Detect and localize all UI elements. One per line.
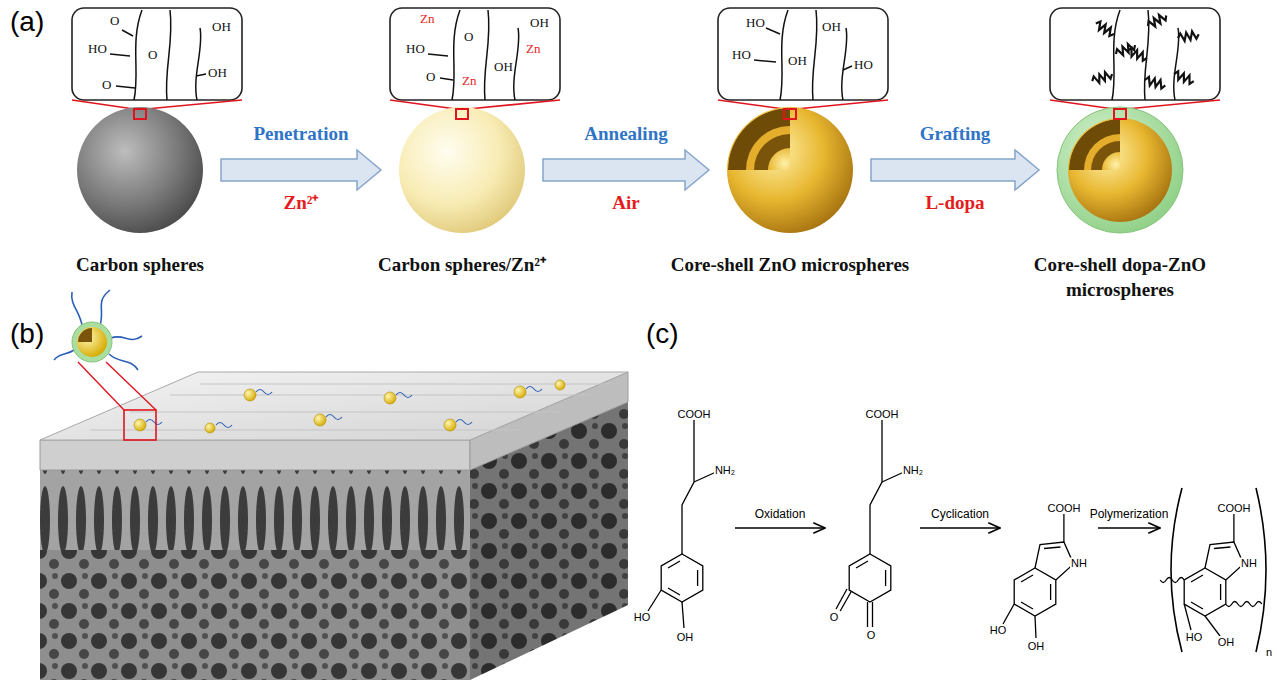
step-name: Grafting	[920, 123, 991, 145]
group-label: OH	[208, 66, 227, 79]
atom-label: O	[866, 630, 877, 641]
reagent-label: Air	[612, 192, 639, 214]
atom-label: NH	[1240, 558, 1258, 569]
zoom-marker	[456, 109, 468, 119]
atom-label: HO	[1185, 632, 1204, 643]
zoom-marker	[784, 109, 796, 119]
reagent-label: L-dopa	[925, 192, 984, 214]
atom-label: NH₂	[902, 465, 924, 476]
grafted-sphere	[1055, 105, 1185, 235]
panel-label: (c)	[646, 318, 679, 350]
group-label: O	[464, 30, 473, 43]
sphere-caption: Core-shell ZnO microspheres	[670, 253, 910, 278]
chemical-structures	[648, 420, 1266, 652]
atom-label: O	[829, 612, 840, 623]
atom-label: COOH	[1217, 503, 1252, 514]
sphere-node: Core-shell ZnO microspheres	[725, 105, 855, 235]
panel-label: (b)	[10, 318, 44, 350]
loaded-sphere	[397, 105, 527, 235]
zoom-leader	[72, 100, 1220, 109]
atom-label: NH	[1070, 558, 1088, 569]
atom-label: COOH	[677, 409, 712, 420]
carbon-sphere	[75, 105, 205, 235]
atom-label: COOH	[1047, 503, 1082, 514]
atom-label: NH₂	[714, 465, 736, 476]
zoom-inset	[72, 8, 1220, 100]
enlarged-particle	[54, 290, 142, 370]
sphere-node: Core-shell dopa-ZnO microspheres	[1055, 105, 1185, 235]
step-name: Penetration	[254, 123, 349, 145]
atom-label: OH	[1027, 641, 1046, 652]
membrane	[40, 372, 628, 680]
cutaway	[1069, 119, 1171, 221]
process-arrow	[221, 150, 381, 190]
sphere-caption: Core-shell dopa-ZnO microspheres	[1000, 253, 1240, 302]
zoom-marker	[1114, 109, 1126, 119]
group-label: O	[110, 14, 119, 27]
group-label: OH	[494, 60, 513, 73]
sphere-body	[399, 107, 525, 233]
process-arrow	[543, 150, 709, 190]
atom-label: HO	[989, 625, 1008, 636]
reaction-step: Cyclication	[931, 508, 989, 520]
group-label: OH	[212, 20, 231, 33]
atom-label: HO	[633, 612, 652, 623]
group-label: OH	[788, 54, 807, 67]
group-label: HO	[854, 58, 873, 71]
atom-label: OH	[676, 632, 695, 643]
group-label: OH	[530, 16, 549, 29]
group-label: O	[148, 48, 157, 61]
zinc-label: Zn	[462, 74, 476, 87]
polymer-shell	[1057, 107, 1183, 233]
repeat-index: n	[1265, 647, 1273, 658]
step-name: Annealing	[584, 123, 667, 145]
sphere-shell	[1068, 118, 1172, 222]
panel-label: (a)	[10, 6, 44, 38]
sphere-shell	[727, 107, 853, 233]
sphere-node: Carbon spheres	[75, 105, 205, 235]
group-label: HO	[732, 48, 751, 61]
process-arrow	[871, 150, 1039, 190]
sphere-node: Carbon spheres/Zn²⁺	[397, 105, 527, 235]
group-label: O	[102, 78, 111, 91]
zinc-label: Zn	[526, 42, 540, 55]
zinc-label: Zn	[420, 12, 434, 25]
sphere-caption: Carbon spheres/Zn²⁺	[378, 253, 546, 278]
core-shell-sphere	[725, 105, 855, 235]
atom-label: COOH	[865, 409, 900, 420]
group-label: HO	[88, 42, 107, 55]
group-label: O	[426, 70, 435, 83]
zoom-marker	[134, 109, 146, 119]
reagent-label: Zn²⁺	[284, 192, 319, 214]
reaction-step: Oxidation	[755, 508, 806, 520]
reaction-step: Polymerization	[1090, 508, 1169, 520]
group-label: OH	[822, 20, 841, 33]
sphere-caption: Carbon spheres	[76, 253, 204, 278]
dopa-zno-particles	[78, 362, 565, 440]
cutaway	[728, 108, 852, 232]
atom-label: OH	[1217, 637, 1236, 648]
sphere-body	[77, 107, 203, 233]
group-label: HO	[406, 42, 425, 55]
group-label: HO	[746, 16, 765, 29]
